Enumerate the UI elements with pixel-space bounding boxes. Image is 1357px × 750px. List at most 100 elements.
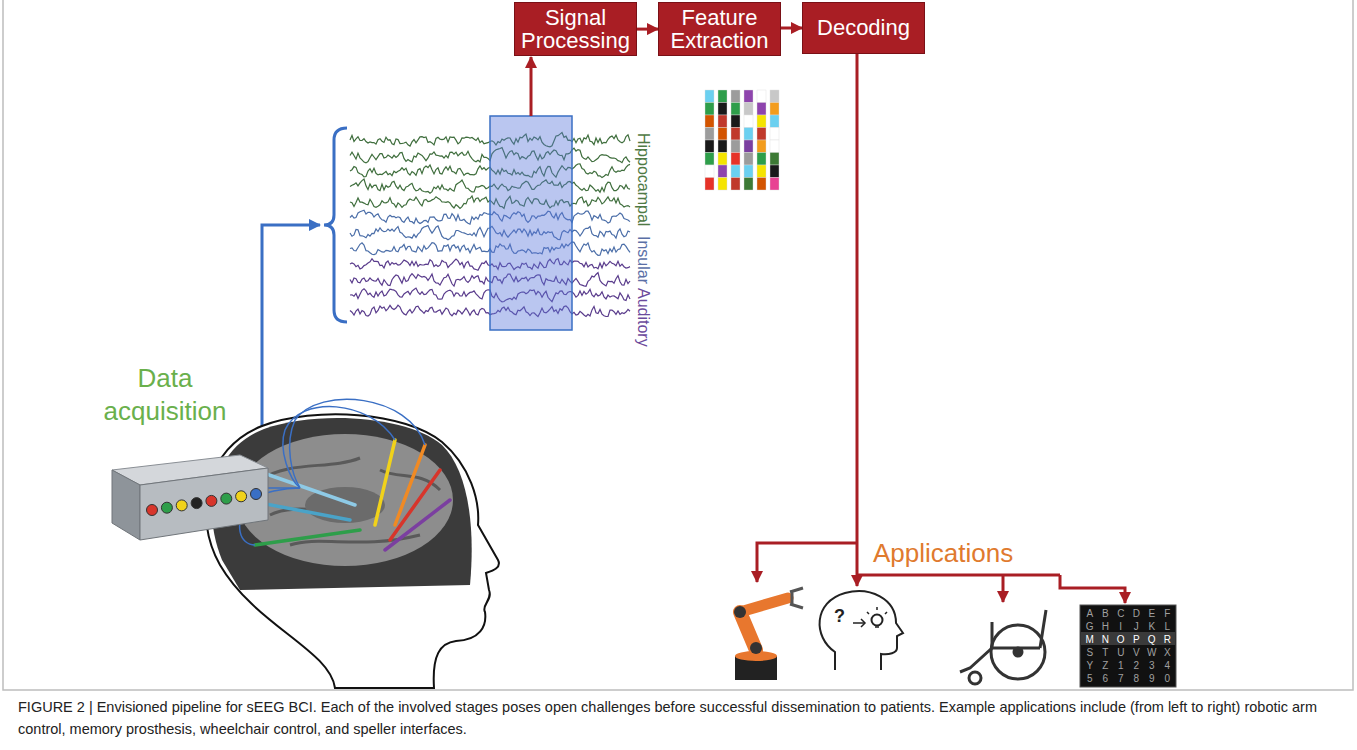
electrode-wires-part: [290, 399, 425, 488]
robot-arm-icon-part: [734, 606, 746, 618]
speller-key: L: [1160, 620, 1176, 633]
feature-matrix-part: [744, 165, 753, 178]
head-silhouette-part: [206, 414, 499, 688]
speller-key: 3: [1144, 659, 1160, 672]
feature-matrix-part: [731, 153, 740, 166]
process-box: Feature Extraction: [658, 2, 781, 56]
feature-matrix-part: [770, 178, 779, 191]
feature-matrix-part: [731, 140, 740, 153]
analysis-window: [490, 116, 572, 330]
window-arrow-part: [530, 57, 533, 116]
wheelchair-icon-part: [991, 625, 1045, 679]
speller-key: P: [1129, 633, 1145, 646]
speller-key: W: [1144, 646, 1160, 659]
feature-matrix-part: [757, 103, 766, 116]
electrodes-part: [375, 440, 395, 525]
figure-frame: [3, 0, 1353, 690]
feature-matrix-part: [770, 165, 779, 178]
analysis-window-part: [490, 116, 572, 330]
feature-matrix-part: [744, 128, 753, 141]
wheelchair-icon-part: [992, 622, 1040, 648]
acquisition-device-part-part: [251, 489, 262, 500]
robot-arm-icon-part: [750, 642, 762, 654]
robot-arm-icon: [734, 588, 803, 680]
figure-caption: FIGURE 2 | Envisioned pipeline for sEEG …: [18, 696, 1338, 740]
head-silhouette: [206, 414, 499, 688]
feature-matrix-part: [757, 128, 766, 141]
decoding-tree: [757, 54, 1125, 603]
feature-matrix-part: [718, 90, 727, 103]
electrodes-part: [255, 530, 360, 545]
acquisition-device-part-part: [206, 495, 217, 506]
speller-key: N: [1098, 633, 1114, 646]
speller-key: S: [1082, 646, 1098, 659]
feature-matrix-part: [744, 115, 753, 128]
speller-key: V: [1129, 646, 1145, 659]
wheelchair-icon-part: [969, 672, 981, 684]
feature-matrix-part: [718, 115, 727, 128]
box-label: Signal Processing: [521, 6, 630, 52]
speller-key: C: [1113, 607, 1129, 620]
acquisition-device: [112, 455, 268, 540]
feature-matrix-part: [705, 115, 714, 128]
feature-matrix-part: [731, 178, 740, 191]
wheelchair-icon-part: [1040, 610, 1046, 648]
decoding-tree-part: [856, 54, 859, 586]
speller-key: X: [1160, 646, 1176, 659]
speller-key: K: [1144, 620, 1160, 633]
wheelchair-icon-part: [960, 648, 992, 672]
speller-key: 0: [1160, 672, 1176, 685]
electrodes-part: [390, 470, 440, 540]
speller-key: R: [1160, 633, 1176, 646]
speller-key: 7: [1113, 672, 1129, 685]
speller-key: E: [1144, 607, 1160, 620]
speller-key: 5: [1082, 672, 1098, 685]
speller-key: I: [1113, 620, 1129, 633]
speller-key: B: [1098, 607, 1114, 620]
process-box: Decoding: [802, 2, 925, 54]
feature-matrix-part: [731, 115, 740, 128]
speller-screen-part: [1080, 605, 1176, 687]
speller-key: A: [1082, 607, 1098, 620]
memory-head-icon-part: [867, 607, 887, 627]
feature-matrix-part: [718, 103, 727, 116]
robot-arm-icon-part: [740, 598, 788, 612]
feature-matrix-part: [744, 153, 753, 166]
acquisition-device-part-part: [191, 498, 202, 509]
feature-matrix-part: [718, 153, 727, 166]
channel-group-label: Insular: [634, 236, 652, 284]
feature-matrix-part: [731, 90, 740, 103]
speller-key: 2: [1129, 659, 1145, 672]
speller-key: 8: [1129, 672, 1145, 685]
window-arrow: [531, 57, 532, 116]
feature-matrix-part: [770, 128, 779, 141]
feature-matrix-part: [718, 140, 727, 153]
memory-head-icon-part: [853, 622, 864, 624]
figure-frame-part: [3, 0, 1353, 690]
feature-matrix-part: [744, 140, 753, 153]
acquisition-device-part: [140, 468, 268, 540]
speller-key: G: [1082, 620, 1098, 633]
feature-matrix-part: [757, 140, 766, 153]
speller-screen: [1080, 605, 1176, 687]
stage-label: Data acquisition: [95, 362, 235, 427]
speller-key: D: [1129, 607, 1145, 620]
mri-slice-part: [237, 434, 453, 566]
bracket: [324, 128, 347, 322]
acquisition-device-part-part: [161, 502, 172, 513]
feature-matrix-part: [744, 90, 753, 103]
feature-matrix-part: [705, 165, 714, 178]
speller-key: U: [1113, 646, 1129, 659]
speller-key: 1: [1113, 659, 1129, 672]
acquisition-device-part-part: [236, 491, 247, 502]
channel-group-label: Hippocampal: [634, 133, 652, 226]
feature-matrix-part: [718, 165, 727, 178]
feature-matrix-part: [744, 178, 753, 191]
feature-matrix-part: [705, 90, 714, 103]
speller-key: M: [1082, 633, 1098, 646]
feature-matrix-part: [705, 178, 714, 191]
speller-key: F: [1160, 607, 1176, 620]
memory-head-icon-part: [872, 615, 883, 626]
flow-arrow: [781, 27, 802, 30]
decoding-tree-part: [1060, 575, 1125, 603]
